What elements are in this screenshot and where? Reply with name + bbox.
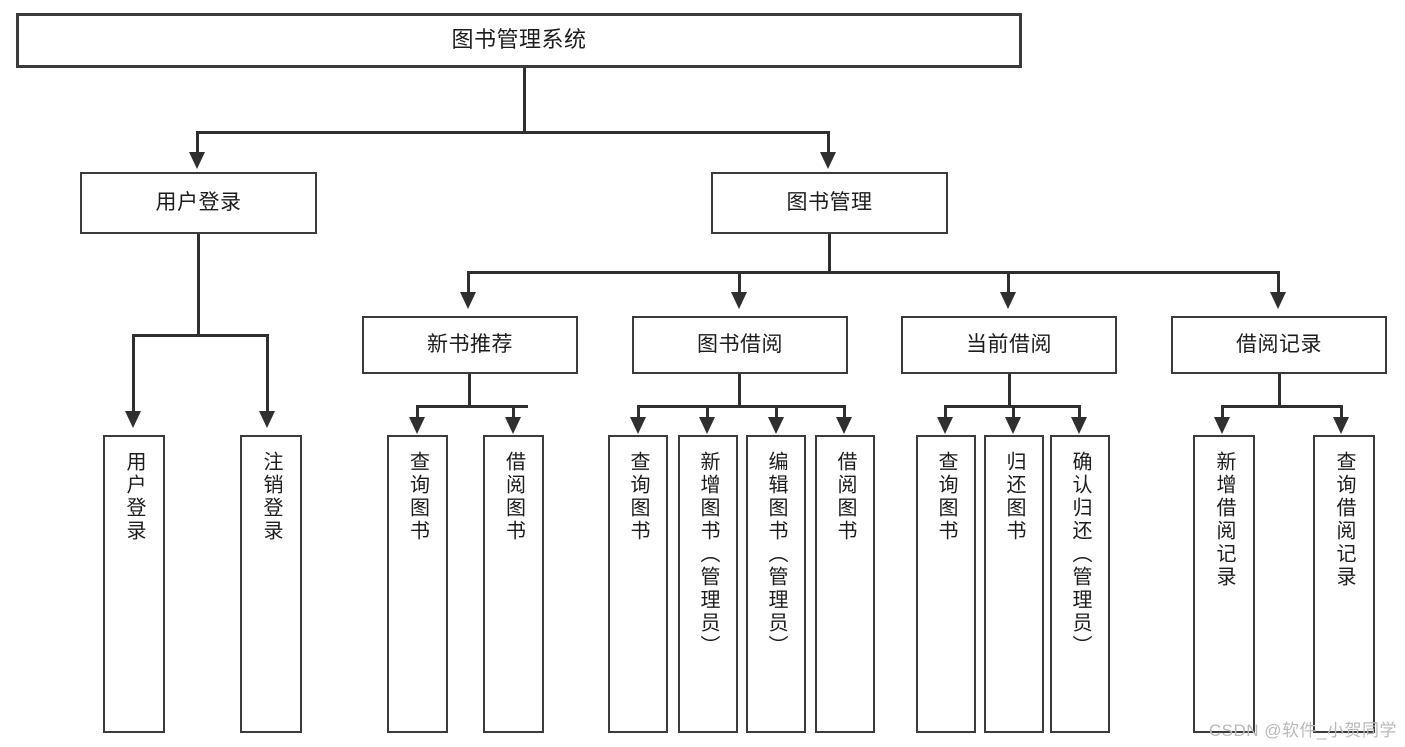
connector-drop-leaf-new-book-1	[512, 405, 515, 419]
node-label: 新增借阅记录	[1213, 451, 1235, 589]
node-label: 新增图书（管理员）	[697, 451, 719, 658]
arrow-leaf-user-login-1	[259, 411, 275, 428]
connector-user-login-stem	[197, 234, 200, 336]
connector-drop-leaf-book-borrow-3	[843, 405, 846, 419]
leaf-user-login-0[interactable]: 用户登录	[103, 435, 165, 733]
connector-drop-user-login	[196, 131, 199, 153]
arrow-leaf-user-login-0	[125, 411, 141, 428]
node-label: 当前借阅	[966, 333, 1052, 357]
leaf-new-book-1[interactable]: 借阅图书	[483, 435, 544, 733]
connector-drop-leaf-new-book-0	[416, 405, 419, 419]
node-label: 查询图书	[406, 451, 429, 543]
node-label: 编辑图书（管理员）	[765, 451, 787, 658]
node-label: 确认归还（管理员）	[1069, 451, 1091, 658]
arrow-leaf-borrow-record-1	[1333, 417, 1349, 434]
connector-drop-leaf-book-borrow-2	[775, 405, 778, 419]
leaf-user-login-1[interactable]: 注销登录	[240, 435, 302, 733]
connector-level2-bus	[467, 271, 1280, 274]
arrow-leaf-borrow-record-0	[1214, 417, 1230, 434]
node-label: 借阅图书	[502, 451, 525, 543]
arrow-leaf-current-borrow-1	[1005, 417, 1021, 434]
connector-drop-leaf-borrow-record-0	[1221, 405, 1224, 419]
node-book-management[interactable]: 图书管理	[711, 172, 948, 234]
connector-book-borrow-bus	[637, 405, 845, 408]
connector-drop-leaf-current-borrow-1	[1012, 405, 1015, 419]
arrow-leaf-new-book-1	[505, 417, 521, 434]
node-label: 用户登录	[123, 451, 145, 543]
connector-drop-book-borrow	[738, 271, 741, 293]
node-label: 借阅图书	[834, 451, 856, 543]
node-label: 查询图书	[627, 451, 649, 543]
node-label: 借阅记录	[1236, 333, 1322, 357]
node-label: 注销登录	[260, 451, 282, 543]
arrow-current-borrow	[1000, 292, 1016, 309]
leaf-borrow-record-1[interactable]: 查询借阅记录	[1313, 435, 1375, 733]
arrow-borrow-record	[1270, 292, 1286, 309]
connector-new-book-stem	[468, 374, 471, 407]
arrow-new-book	[460, 292, 476, 309]
node-root-system[interactable]: 图书管理系统	[16, 13, 1022, 68]
leaf-borrow-record-0[interactable]: 新增借阅记录	[1193, 435, 1255, 733]
arrow-leaf-book-borrow-3	[836, 417, 852, 434]
connector-drop-book-manage	[827, 131, 830, 153]
node-label: 查询图书	[935, 451, 957, 543]
leaf-book-borrow-1[interactable]: 新增图书（管理员）	[678, 435, 738, 733]
node-current-borrow[interactable]: 当前借阅	[901, 316, 1117, 374]
arrow-book-manage	[820, 152, 836, 169]
connector-book-manage-stem	[828, 234, 831, 273]
node-borrow-record[interactable]: 借阅记录	[1171, 316, 1387, 374]
leaf-book-borrow-0[interactable]: 查询图书	[608, 435, 668, 733]
leaf-current-borrow-2[interactable]: 确认归还（管理员）	[1050, 435, 1110, 733]
connector-drop-borrow-record	[1277, 271, 1280, 293]
connector-root-stem	[523, 68, 526, 133]
arrow-leaf-new-book-0	[409, 417, 425, 434]
arrow-book-borrow	[731, 292, 747, 309]
node-book-borrow[interactable]: 图书借阅	[632, 316, 848, 374]
connector-drop-current-borrow	[1007, 271, 1010, 293]
connector-user-login-bus	[132, 334, 269, 337]
arrow-leaf-current-borrow-2	[1071, 417, 1087, 434]
node-label: 用户登录	[155, 191, 242, 215]
node-label: 图书管理系统	[451, 27, 587, 53]
node-label: 图书管理	[786, 191, 873, 215]
connector-drop-leaf-user-login-0	[132, 334, 135, 412]
connector-drop-leaf-current-borrow-2	[1078, 405, 1081, 419]
connector-new-book-bus	[416, 405, 528, 408]
connector-current-borrow-stem	[1008, 374, 1011, 407]
node-label: 新书推荐	[427, 333, 513, 357]
connector-drop-leaf-book-borrow-0	[637, 405, 640, 419]
node-new-book-recommend[interactable]: 新书推荐	[362, 316, 578, 374]
arrow-leaf-book-borrow-0	[630, 417, 646, 434]
connector-borrow-record-bus	[1221, 405, 1343, 408]
node-label: 图书借阅	[697, 333, 783, 357]
connector-drop-leaf-book-borrow-1	[706, 405, 709, 419]
node-label: 归还图书	[1003, 451, 1025, 543]
node-label: 查询借阅记录	[1333, 451, 1355, 589]
connector-drop-leaf-user-login-1	[266, 334, 269, 412]
arrow-user-login	[189, 152, 205, 169]
connector-drop-new-book	[467, 271, 470, 293]
leaf-current-borrow-1[interactable]: 归还图书	[984, 435, 1044, 733]
connector-borrow-record-stem	[1278, 374, 1281, 407]
arrow-leaf-book-borrow-2	[768, 417, 784, 434]
connector-level1-bus	[196, 131, 830, 134]
leaf-book-borrow-2[interactable]: 编辑图书（管理员）	[746, 435, 806, 733]
arrow-leaf-current-borrow-0	[937, 417, 953, 434]
leaf-book-borrow-3[interactable]: 借阅图书	[815, 435, 875, 733]
connector-book-borrow-stem	[738, 374, 741, 407]
connector-drop-leaf-borrow-record-1	[1340, 405, 1343, 419]
arrow-leaf-book-borrow-1	[699, 417, 715, 434]
leaf-new-book-0[interactable]: 查询图书	[387, 435, 448, 733]
node-user-login[interactable]: 用户登录	[80, 172, 317, 234]
leaf-current-borrow-0[interactable]: 查询图书	[916, 435, 976, 733]
connector-drop-leaf-current-borrow-0	[944, 405, 947, 419]
